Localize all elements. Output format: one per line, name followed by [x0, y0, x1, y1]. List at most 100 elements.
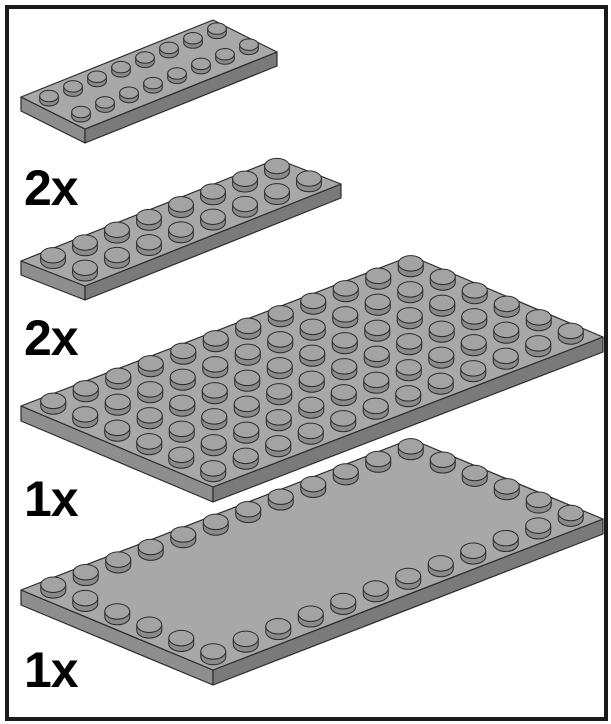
stud: [170, 369, 195, 390]
plate-2x8-top: [21, 20, 277, 143]
stud: [365, 294, 390, 315]
stud: [169, 197, 194, 218]
stud: [236, 502, 261, 523]
stud: [236, 318, 261, 339]
stud: [233, 448, 258, 469]
stud: [298, 606, 323, 627]
stud: [170, 395, 195, 416]
stud: [365, 320, 390, 341]
stud: [208, 23, 227, 39]
stud: [266, 410, 291, 431]
stud: [137, 209, 162, 230]
stud: [397, 334, 422, 355]
stud: [299, 397, 324, 418]
stud: [235, 344, 260, 365]
stud: [41, 577, 66, 598]
stud: [235, 370, 260, 391]
stud: [300, 345, 325, 366]
stud: [366, 268, 391, 289]
stud: [363, 581, 388, 602]
stud: [301, 476, 326, 497]
stud: [96, 97, 115, 113]
stud: [137, 235, 162, 256]
stud: [136, 52, 155, 68]
stud: [234, 396, 259, 417]
quantity-label-2x8-first: 2x: [24, 163, 78, 213]
stud: [201, 209, 226, 230]
stud: [526, 492, 551, 513]
stud: [201, 435, 226, 456]
stud: [233, 196, 258, 217]
stud: [265, 184, 290, 205]
stud: [301, 293, 326, 314]
stud: [333, 307, 358, 328]
stud: [201, 644, 226, 665]
stud: [137, 617, 162, 638]
stud: [462, 309, 487, 330]
stud: [138, 382, 163, 403]
quantity-label-6x12-edge: 1x: [24, 645, 78, 695]
stud: [268, 332, 293, 353]
stud: [202, 409, 227, 430]
stud: [398, 282, 423, 303]
stud: [429, 321, 454, 342]
stud: [494, 479, 519, 500]
stud: [88, 71, 107, 87]
stud: [184, 32, 203, 48]
stud: [137, 434, 162, 455]
stud: [429, 347, 454, 368]
stud: [396, 386, 421, 407]
stud: [73, 407, 98, 428]
stud: [169, 222, 194, 243]
stud: [138, 356, 163, 377]
stud: [105, 222, 130, 243]
stud: [267, 358, 292, 379]
stud: [461, 543, 486, 564]
stud: [526, 310, 551, 331]
stud: [233, 631, 258, 652]
stud: [169, 630, 194, 651]
stud: [396, 360, 421, 381]
stud: [40, 90, 59, 106]
stud: [430, 269, 455, 290]
stud: [105, 394, 130, 415]
stud: [299, 371, 324, 392]
stud: [267, 384, 292, 405]
stud: [201, 184, 226, 205]
stud: [430, 452, 455, 473]
stud: [171, 527, 196, 548]
stud: [398, 256, 423, 277]
stud: [265, 158, 290, 179]
stud: [493, 530, 518, 551]
stud: [73, 260, 98, 281]
stud: [428, 373, 453, 394]
stud: [234, 422, 259, 443]
stud: [240, 39, 259, 55]
stud: [64, 81, 83, 97]
stud: [160, 42, 179, 58]
stud: [73, 590, 98, 611]
stud: [169, 447, 194, 468]
stud: [138, 539, 163, 560]
stud: [333, 281, 358, 302]
stud: [494, 322, 519, 343]
stud: [364, 346, 389, 367]
stud: [558, 323, 583, 344]
stud: [171, 343, 196, 364]
stud: [202, 383, 227, 404]
stud: [396, 568, 421, 589]
stud: [493, 348, 518, 369]
stud: [558, 505, 583, 526]
stud: [41, 248, 66, 269]
stud: [494, 296, 519, 317]
stud: [144, 77, 163, 93]
stud: [216, 48, 235, 64]
stud: [201, 461, 226, 482]
stud: [366, 451, 391, 472]
stud: [461, 361, 486, 382]
stud: [105, 247, 130, 268]
plate-6x12-edge-studs: [21, 439, 603, 685]
quantity-label-6x12: 1x: [24, 474, 78, 524]
stud: [41, 393, 66, 414]
